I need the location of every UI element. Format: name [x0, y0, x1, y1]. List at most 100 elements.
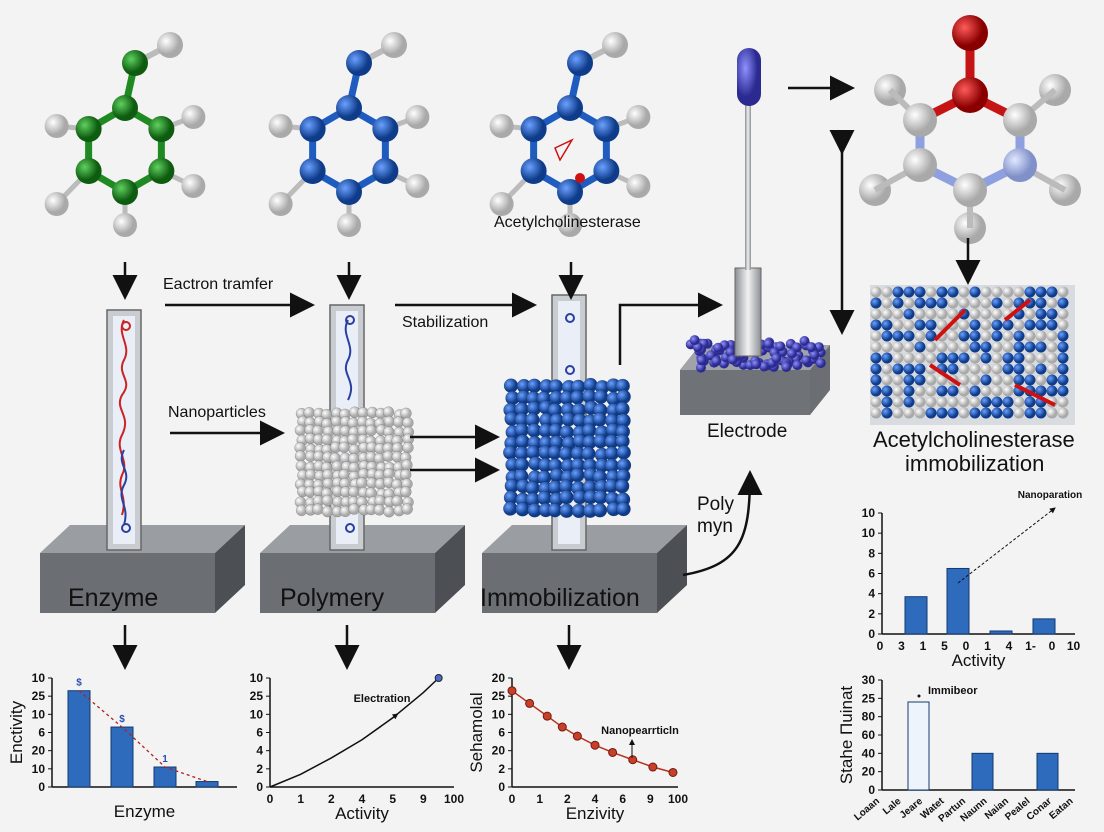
molecule-green	[44, 32, 206, 237]
matrix-particle	[1024, 330, 1036, 342]
matrix-particle	[881, 341, 893, 353]
nanoparticle	[401, 503, 413, 515]
matrix-particle	[958, 286, 970, 298]
base-block-polymery	[260, 525, 465, 613]
matrix-particle	[903, 330, 915, 342]
y-tick-label: 20	[492, 744, 506, 758]
bar	[904, 596, 928, 635]
nanoparticle	[570, 467, 585, 483]
nanoparticle	[537, 490, 552, 506]
y-tick-label: 4	[868, 587, 875, 601]
matrix-particle	[1002, 297, 1014, 309]
nanoparticle	[348, 503, 360, 515]
trend-line	[78, 690, 208, 783]
x-tick-label: 1	[920, 639, 927, 653]
matrix-particle	[936, 297, 948, 309]
matrix-particle	[914, 374, 926, 386]
matrix-particle	[881, 297, 893, 309]
data-point	[608, 747, 618, 757]
nanoparticle	[347, 433, 359, 446]
data-point	[525, 698, 535, 708]
matrix-particle	[903, 374, 915, 386]
matrix-particle	[1057, 330, 1069, 342]
annotation-arrow	[957, 507, 1056, 584]
matrix-particle	[914, 341, 926, 353]
matrix-particle	[892, 396, 904, 408]
nanoparticle	[391, 495, 403, 507]
hydrogen-atom	[44, 114, 69, 138]
matrix-particle	[980, 363, 992, 375]
atom	[952, 77, 988, 113]
block-label-immobilization: Immobilization	[480, 584, 640, 612]
matrix-particle	[1024, 319, 1036, 331]
matrix-particle	[1035, 286, 1047, 298]
matrix-particle	[947, 363, 959, 375]
matrix-particle	[1057, 407, 1069, 419]
matrix-particle	[1035, 330, 1047, 342]
matrix-particle	[936, 396, 948, 408]
y-tick-label: 0	[498, 780, 505, 794]
tube-enzyme	[106, 309, 142, 551]
atom	[1003, 103, 1037, 137]
matrix-particle	[1002, 407, 1014, 419]
matrix-particle	[1024, 286, 1036, 298]
hydrogen-atom	[157, 32, 183, 58]
matrix-particle	[936, 385, 948, 397]
matrix-particle	[936, 341, 948, 353]
bar	[946, 567, 970, 635]
x-tick-label: 0	[877, 639, 884, 653]
y-tick-label: 25	[492, 689, 506, 703]
matrix-particle	[914, 308, 926, 320]
matrix-particle	[870, 308, 882, 320]
y-tick-label: 6	[38, 726, 45, 740]
atom	[557, 95, 583, 121]
curve	[511, 690, 674, 774]
matrix-particle	[1035, 308, 1047, 320]
matrix-particle	[925, 308, 937, 320]
nanoparticle	[321, 505, 334, 518]
nanoparticle-cluster-gray	[294, 406, 415, 518]
atom	[593, 158, 620, 184]
y-tick-label: 40	[862, 746, 876, 760]
matrix-particle	[1046, 385, 1058, 397]
matrix-particle	[925, 341, 937, 353]
electrode-particle	[751, 359, 762, 370]
arrow-curved-poly	[682, 470, 763, 577]
x-tick-label: 3	[898, 639, 905, 653]
matrix-particle	[925, 319, 937, 331]
bar-label: 1	[162, 754, 168, 765]
y-tick-label: 6	[868, 567, 875, 581]
matrix-particle	[903, 341, 915, 353]
matrix-particle	[1013, 330, 1025, 342]
matrix-particle	[892, 330, 904, 342]
y-tick-label: 10	[862, 526, 876, 540]
atom	[593, 116, 620, 142]
electrode-particle	[799, 335, 810, 346]
matrix-particle	[881, 363, 893, 375]
strand-end	[121, 523, 131, 533]
matrix-particle	[958, 374, 970, 386]
y-tick-label: 0	[256, 780, 263, 794]
atom	[953, 173, 987, 207]
block-label-polymery: Polymery	[280, 584, 385, 612]
matrix-particle	[1013, 352, 1025, 364]
matrix-particle	[1002, 319, 1014, 331]
matrix-particle	[1046, 407, 1058, 419]
atom	[122, 50, 148, 76]
nanoparticle	[616, 501, 631, 517]
matrix-particle	[925, 385, 937, 397]
hydrogen-atom	[268, 192, 293, 216]
matrix-particle	[936, 407, 948, 419]
matrix-particle	[903, 385, 915, 397]
y-tick-label: 25	[250, 689, 264, 703]
electrode-particle	[792, 360, 803, 371]
electrode-particle	[801, 355, 812, 366]
atom	[112, 179, 138, 205]
matrix-particle	[914, 286, 926, 298]
matrix-particle	[969, 385, 981, 397]
x-tick-label: 0	[267, 792, 274, 806]
electrode-particle	[786, 348, 797, 359]
matrix-particle	[1035, 363, 1047, 375]
matrix-particle	[958, 363, 970, 375]
